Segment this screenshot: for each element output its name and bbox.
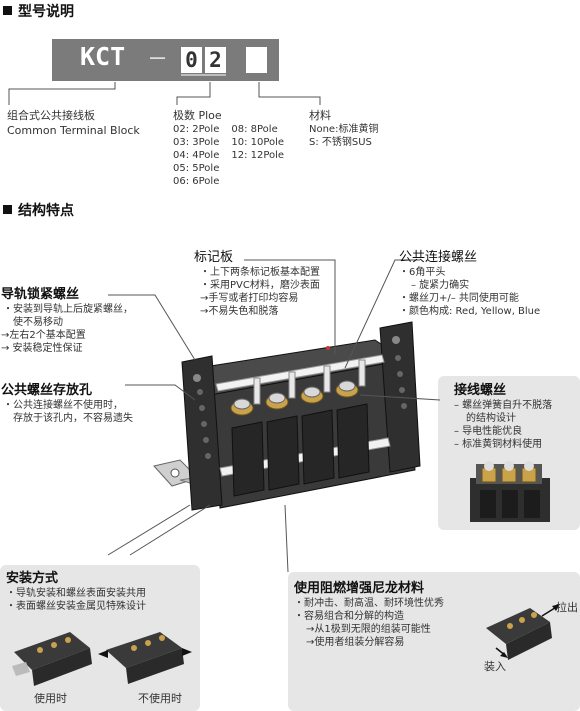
nylon-item: ・耐冲击、耐高温、耐环境性优秀: [294, 598, 444, 609]
rail-lock-item: →左右2个基本配置: [1, 330, 86, 341]
model-code-bar: [52, 39, 279, 81]
callout-marker-plate: 标记板 ・上下两条标记板基本配置 ・采用PVC材料，磨沙表面 →手写或者打印均容…: [194, 250, 320, 318]
rail-lock-item: ・安装到导轨上后旋紧螺丝，: [3, 304, 133, 315]
square-bullet-icon: [3, 205, 12, 214]
pole-item: 05: 5Pole: [173, 163, 220, 174]
nylon-assembly-photo: [486, 604, 560, 660]
terminal-screw-item: – 导电性能优良: [454, 426, 523, 437]
mounting-title: 安装方式: [6, 571, 59, 586]
terminal-screw-item: – 标准黄铜材料使用: [454, 439, 543, 450]
callout-common-screw: 公共连接螺丝 ・6角平头 – 旋紧力确实 ・螺丝刀+/– 共同使用可能 ・颜色构…: [399, 250, 540, 318]
nylon-item: →使用者组装分解容易: [306, 637, 405, 648]
material-item: S: 不锈钢SUS: [309, 137, 372, 148]
common-screw-item: ・6角平头: [399, 267, 446, 278]
common-screw-item: ・颜色构成: Red, Yellow, Blue: [399, 306, 541, 317]
label-not-in-use: 不使用时: [138, 692, 182, 705]
pole-item: 12: 12Pole: [231, 150, 285, 161]
material-title: 材料: [309, 109, 331, 122]
common-screw-item: ・螺丝刀+/– 共同使用可能: [399, 293, 519, 304]
pole-item: 02: 2Pole: [173, 124, 220, 135]
rail-lock-item: 使不易移动: [13, 317, 63, 328]
mounting-item: ・表面螺丝安装金属见特殊设计: [6, 601, 146, 612]
marker-plate-item: ・采用PVC材料，磨沙表面: [200, 280, 320, 291]
pole-item: 10: 10Pole: [231, 137, 285, 148]
material-list: 材料 None:标准黄铜 S: 不锈钢SUS: [309, 108, 378, 149]
label-pull-out: 拉出: [556, 601, 578, 614]
terminal-screw-item: 的结构设计: [466, 413, 516, 424]
rail-lock-title: 导轨锁紧螺丝: [1, 287, 80, 302]
pole-item: 04: 4Pole: [173, 150, 220, 161]
storage-hole-item: ・公共连接螺丝不使用时，: [3, 400, 123, 411]
section-title-model: 型号说明: [3, 1, 74, 21]
marker-plate-title: 标记板: [194, 250, 234, 265]
pole-item: 03: 3Pole: [173, 137, 220, 148]
model-connector-lines: [8, 74, 321, 105]
storage-hole-title: 公共螺丝存放孔: [1, 383, 93, 398]
nylon-item: →从1极到无限的组装可能性: [306, 624, 431, 635]
terminal-block-illustration: [153, 321, 421, 511]
model-digit-2: 2: [205, 47, 226, 73]
common-screw-item: – 旋紧力确实: [411, 280, 470, 291]
pole-item: 06: 6Pole: [173, 176, 220, 187]
callout-mounting: 安装方式 ・导轨安装和螺丝表面安装共用 ・表面螺丝安装金属见特殊设计: [6, 571, 146, 613]
marker-plate-item: →不易失色和脱落: [200, 306, 279, 317]
square-bullet-icon: [3, 6, 12, 15]
label-in-use: 使用时: [34, 692, 67, 705]
mounting-photos: [12, 632, 192, 686]
model-digit-1: 0: [181, 47, 202, 73]
model-material-blank: [246, 47, 267, 73]
type-labels: 组合式公共接线板 Common Terminal Block: [7, 108, 140, 138]
pole-title: 极数 Ploe: [173, 109, 222, 122]
callout-storage-hole: 公共螺丝存放孔 ・公共连接螺丝不使用时， 存放于该孔内，不容易遗失: [1, 383, 133, 425]
common-screw-title: 公共连接螺丝: [399, 250, 478, 265]
callout-rail-lock: 导轨锁紧螺丝 ・安装到导轨上后旋紧螺丝， 使不易移动 →左右2个基本配置 → 安…: [1, 287, 133, 355]
storage-hole-item: 存放于该孔内，不容易遗失: [13, 413, 133, 424]
pole-item: 08: 8Pole: [231, 124, 278, 135]
nylon-item: ・容易组合和分解的构造: [294, 611, 404, 622]
callout-nylon: 使用阻燃增强尼龙材料 ・耐冲击、耐高温、耐环境性优秀 ・容易组合和分解的构造 →…: [294, 581, 444, 649]
type-label-cn: 组合式公共接线板: [7, 109, 95, 122]
marker-plate-item: ・上下两条标记板基本配置: [200, 267, 320, 278]
model-dash: —: [150, 42, 166, 71]
rail-lock-item: → 安装稳定性保证: [1, 343, 83, 354]
pole-list: 极数 Ploe 02: 2Pole 03: 3Pole 04: 4Pole 05…: [173, 108, 284, 188]
label-insert: 装入: [484, 660, 506, 673]
section-title-features: 结构特点: [3, 200, 74, 220]
mounting-item: ・导轨安装和螺丝表面安装共用: [6, 588, 146, 599]
type-label-en: Common Terminal Block: [7, 124, 140, 137]
terminal-screw-item: – 螺丝弹簧自升不脱落: [454, 400, 553, 411]
marker-plate-item: →手写或者打印均容易: [200, 293, 299, 304]
terminal-screw-title: 接线螺丝: [454, 383, 507, 398]
callout-terminal-screw: 接线螺丝 – 螺丝弹簧自升不脱落 的结构设计 – 导电性能优良 – 标准黄铜材料…: [454, 383, 552, 451]
material-item: None:标准黄铜: [309, 124, 379, 135]
nylon-title: 使用阻燃增强尼龙材料: [294, 581, 425, 596]
model-prefix: KCT: [80, 42, 126, 71]
terminal-screw-photo: [470, 461, 550, 522]
